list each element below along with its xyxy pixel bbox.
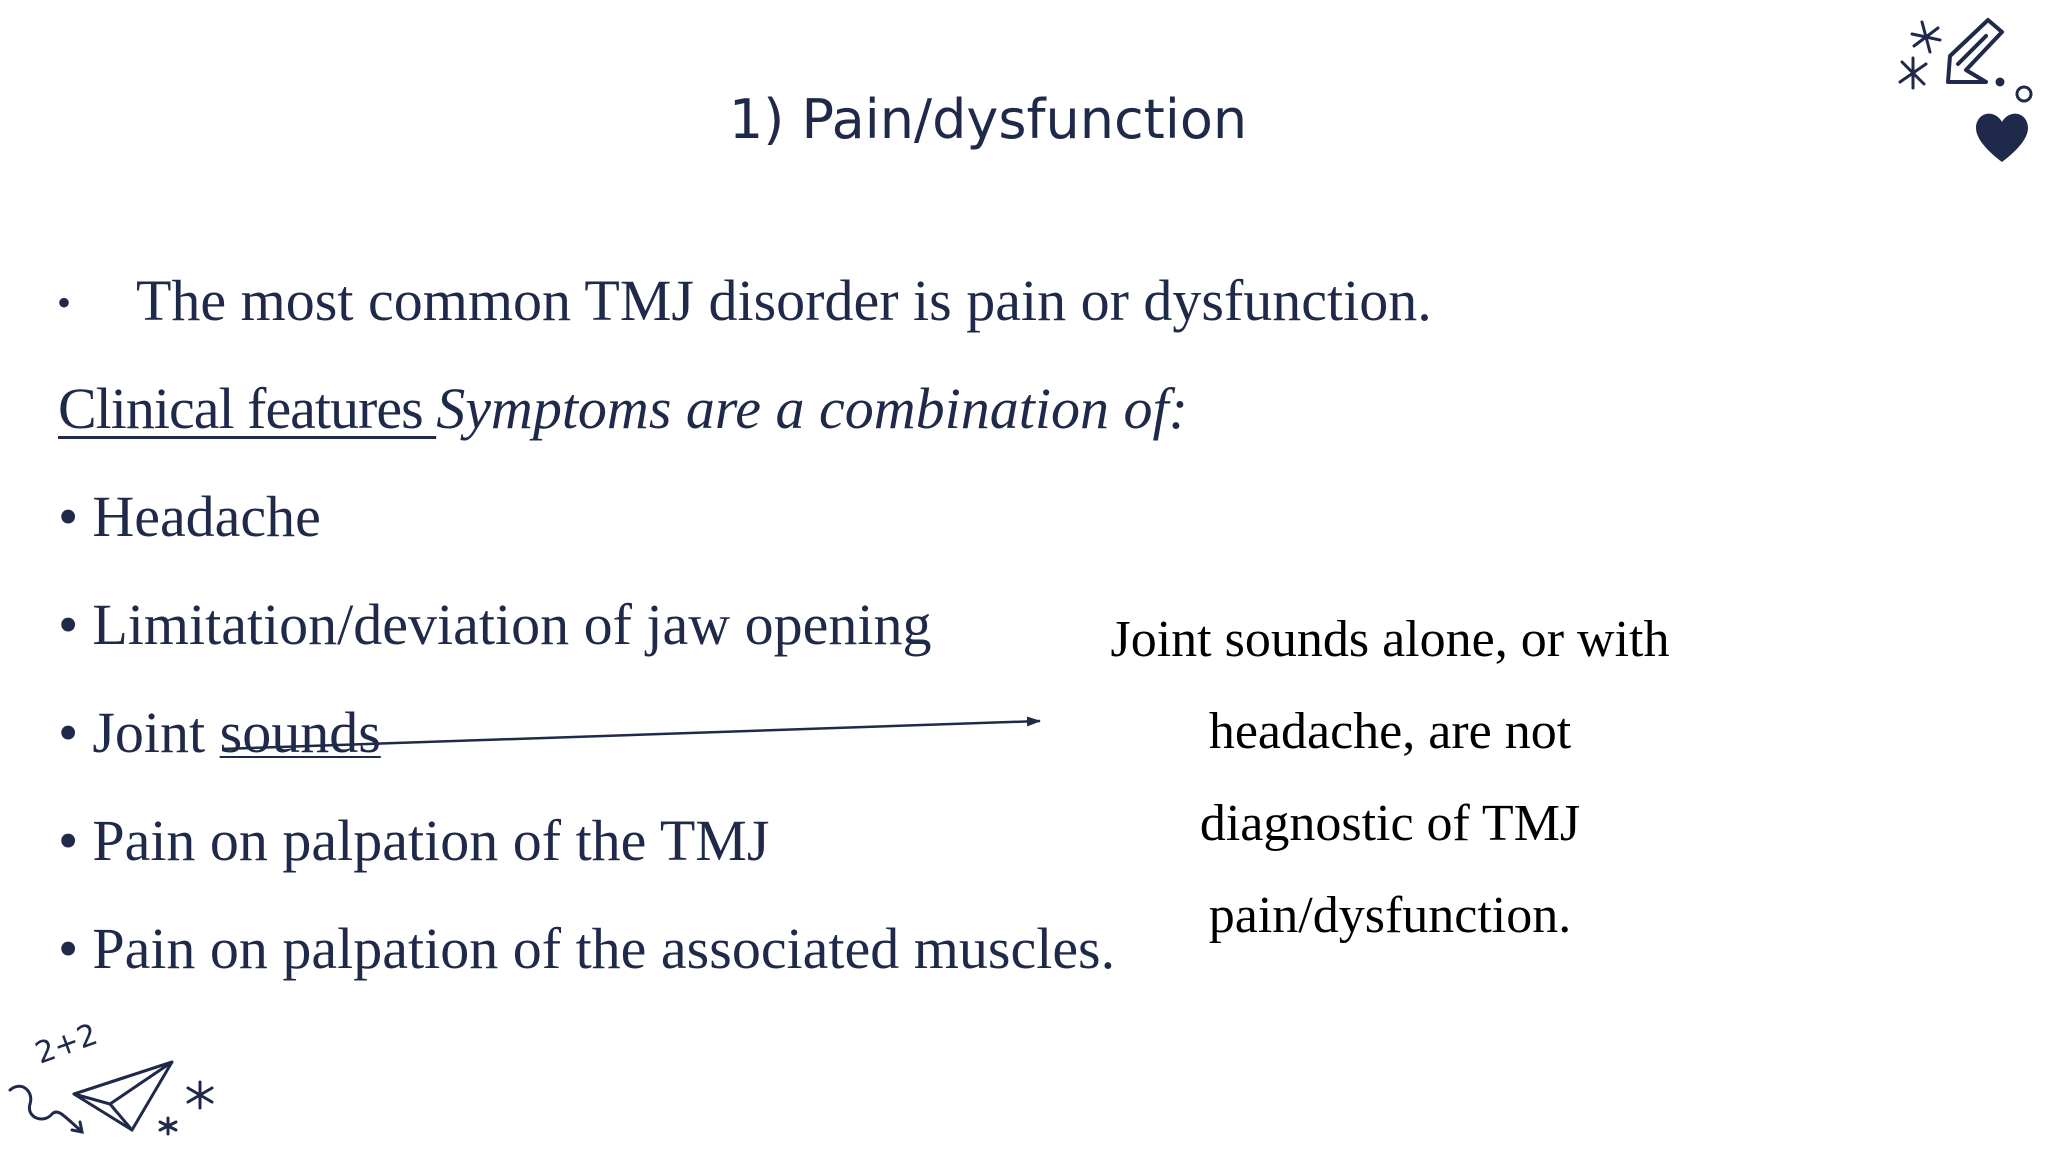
note-line: diagnostic of TMJ [1199,795,1581,852]
heart-icon [1976,113,2028,162]
note-line: pain/dysfunction. [1208,887,1572,944]
note-line: headache, are not [1208,703,1572,760]
intro-text: The most common TMJ disorder is pain or … [136,268,1432,333]
bullet-marker: • [58,484,79,549]
clinical-features-line: Clinical features Symptoms are a combina… [58,374,1188,444]
note-line: Joint sounds alone, or with [1110,611,1670,668]
sparkle-icon [1995,77,2033,103]
bullet-marker: • [58,916,79,981]
bullet-marker: • [58,592,79,657]
bullet-text-prefix: Joint [92,700,220,765]
bullet-item-headache: •Headache [58,482,321,552]
sparkle-icon [1898,20,1942,90]
bullet-text: Headache [92,484,321,549]
clinical-features-label: Clinical features [58,376,437,441]
bullet-text: Pain on palpation of the associated musc… [92,916,1116,981]
pencil-arrow-icon [1946,18,2004,84]
squiggle-arrow-icon [8,1084,84,1134]
bullet-text: Limitation/deviation of jaw opening [92,592,932,657]
doodle-math: 2+2 [31,1017,102,1072]
intro-bullet-marker: • [57,280,72,325]
slide-title: 1) Pain/dysfunction [728,88,1248,151]
bullet-marker: • [58,700,79,765]
bullet-item-tmj-palpation: •Pain on palpation of the TMJ [58,806,769,876]
bullet-text: Pain on palpation of the TMJ [92,808,770,873]
sparkle-icon [158,1080,214,1136]
joint-sounds-note: Joint sounds alone, or with headache, ar… [1040,594,1740,962]
bullet-item-muscle-palpation: •Pain on palpation of the associated mus… [58,914,1115,984]
annotation-arrow [221,716,1041,751]
bullet-item-jaw-opening: •Limitation/deviation of jaw opening [58,590,932,660]
clinical-features-text: Symptoms are a combination of: [436,376,1188,441]
bullet-text-underlined: sounds [219,700,381,765]
bullet-marker: • [58,808,79,873]
bullet-item-joint-sounds: •Joint sounds [58,698,381,768]
paper-plane-icon [72,1060,174,1132]
